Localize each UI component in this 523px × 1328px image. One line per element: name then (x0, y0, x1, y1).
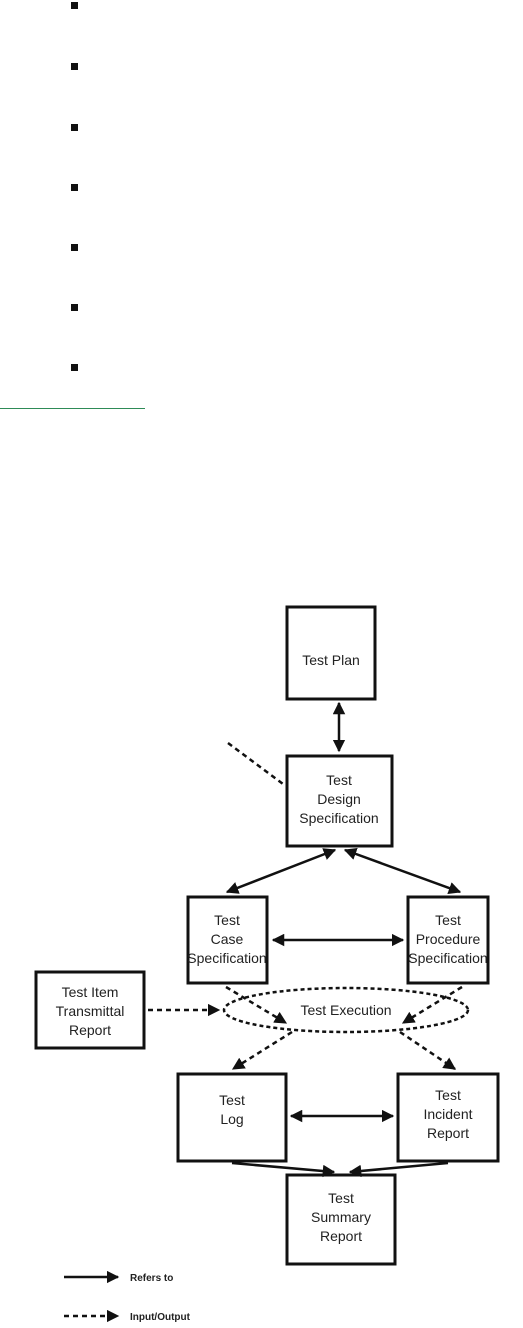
svg-text:Procedure: Procedure (416, 931, 481, 947)
bullet-3 (71, 124, 78, 131)
test-procedure-spec-label: Test Procedure Specification (408, 912, 487, 966)
legend-refers-to: Refers to (130, 1273, 173, 1284)
svg-text:Test Plan: Test Plan (302, 652, 360, 668)
svg-text:Report: Report (320, 1228, 362, 1244)
legend-input-output: Input/Output (130, 1312, 191, 1323)
svg-text:Transmittal: Transmittal (56, 1003, 125, 1019)
arrow-log-summary (231, 1161, 336, 1178)
divider-link-underline (0, 408, 145, 409)
io-execution-to-incident-arrow (399, 1030, 457, 1071)
svg-text:Test Item: Test Item (62, 984, 119, 1000)
svg-text:Test: Test (435, 912, 461, 928)
test-design-spec-box (285, 754, 394, 848)
arrow-incident-summary (348, 1161, 449, 1178)
test-log-label: Test Log (219, 1092, 245, 1127)
test-incident-report-label: Test Incident Report (423, 1087, 472, 1141)
svg-text:Summary: Summary (311, 1209, 371, 1225)
svg-text:Log: Log (220, 1111, 243, 1127)
test-summary-report-label: Test Summary Report (311, 1190, 371, 1244)
arrow-design-case (225, 848, 337, 894)
bullet-7 (71, 364, 78, 371)
test-summary-report-box (285, 1173, 397, 1266)
svg-text:Test: Test (219, 1092, 245, 1108)
svg-text:Test: Test (214, 912, 240, 928)
test-case-spec-label: Test Case Specification (187, 912, 266, 966)
svg-text:Report: Report (69, 1022, 111, 1038)
svg-text:Design: Design (317, 791, 361, 807)
test-plan-box (285, 605, 377, 701)
test-plan-label: Test Plan (302, 652, 360, 668)
bullet-6 (71, 304, 78, 311)
test-procedure-spec-box (406, 895, 490, 985)
bullet-2 (71, 63, 78, 70)
arrow-case-execution (227, 741, 284, 786)
bullet-1 (71, 2, 78, 9)
test-item-transmittal-box (34, 970, 146, 1050)
test-item-transmittal-label: Test Item Transmittal Report (56, 984, 125, 1038)
test-log-box (176, 1072, 288, 1163)
test-incident-report-box (396, 1072, 500, 1163)
svg-text:Specification: Specification (299, 810, 378, 826)
test-execution-label: Test Execution (300, 1002, 391, 1018)
bullet-5 (71, 244, 78, 251)
svg-text:Report: Report (427, 1125, 469, 1141)
svg-text:Case: Case (211, 931, 244, 947)
svg-text:Test: Test (435, 1087, 461, 1103)
svg-text:Test: Test (326, 772, 352, 788)
svg-text:Incident: Incident (423, 1106, 472, 1122)
io-case-spec-to-execution-arrow-visible (225, 985, 288, 1025)
test-case-spec-box (186, 895, 269, 985)
svg-text:Specification: Specification (408, 950, 487, 966)
svg-text:Specification: Specification (187, 950, 266, 966)
svg-text:Test: Test (328, 1190, 354, 1206)
io-procedure-spec-to-execution-arrow (401, 985, 463, 1025)
test-design-spec-label: Test Design Specification (299, 772, 378, 826)
bullet-4 (71, 184, 78, 191)
arrow-design-procedure (343, 847, 462, 895)
io-execution-to-log-arrow (231, 1030, 293, 1071)
